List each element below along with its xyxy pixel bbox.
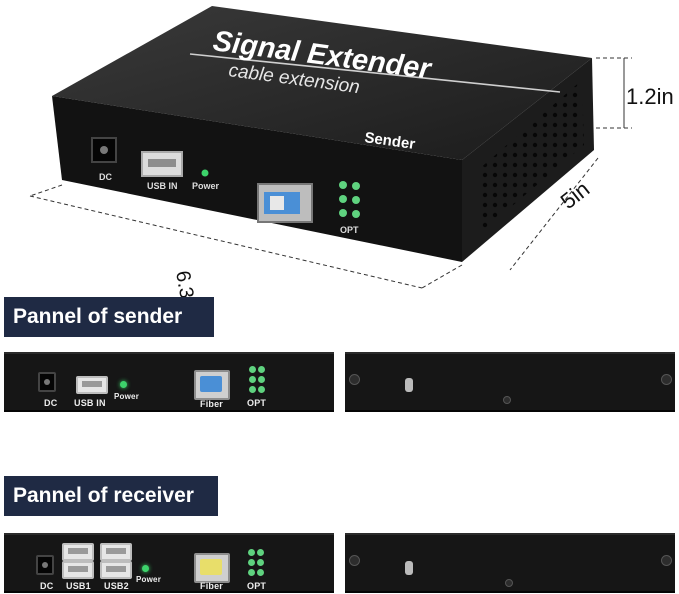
dc-jack	[38, 372, 56, 392]
power-led	[142, 565, 149, 572]
opt-label: OPT	[247, 581, 267, 591]
usb1-label: USB1	[66, 581, 91, 591]
dc-jack	[91, 137, 117, 163]
receiver-section-title: Pannel of receiver	[4, 476, 218, 516]
opt-leds	[339, 181, 360, 218]
sender-front-panel: DC USB IN Power Fiber OPT	[4, 352, 334, 412]
sender-rear-panel	[345, 352, 675, 412]
dc-label: DC	[44, 398, 58, 408]
opt-label: OPT	[247, 398, 267, 408]
screw-left	[349, 555, 360, 566]
power-label: Power	[114, 392, 140, 401]
opt-label: OPT	[340, 225, 359, 235]
sender-section-title: Pannel of sender	[4, 297, 214, 337]
usb-in-label: USB IN	[147, 181, 178, 191]
fiber-label: Fiber	[200, 581, 224, 591]
usb2-label: USB2	[104, 581, 129, 591]
sfp-module	[194, 553, 230, 583]
sfp-module	[194, 370, 230, 400]
usb1-port-top	[62, 543, 94, 561]
power-led	[201, 169, 209, 177]
fiber-label: Fiber	[200, 399, 224, 409]
height-dimension: 1.2in	[626, 84, 674, 109]
receiver-rear-panel	[345, 533, 675, 593]
dc-label: DC	[40, 581, 54, 591]
depth-dimension: 5in	[556, 176, 595, 214]
ground-terminal	[405, 561, 413, 575]
product-illustration: Signal Extender cable extension Sender D…	[29, 6, 674, 300]
screw-center	[505, 579, 513, 587]
receiver-front-panel: DC USB1 USB2 Power Fiber OPT	[4, 533, 334, 593]
ground-terminal	[405, 378, 413, 392]
usb2-port-bottom	[100, 561, 132, 579]
screw-center	[503, 396, 511, 404]
usb-in-label: USB IN	[74, 398, 106, 408]
screw-right	[661, 374, 672, 385]
usb1-port-bottom	[62, 561, 94, 579]
width-dimension: 6.3in	[171, 269, 200, 300]
usb-in-port	[76, 376, 108, 394]
dc-label: DC	[99, 172, 112, 182]
unit-label: Sender	[363, 129, 416, 153]
dc-jack	[36, 555, 54, 575]
device-top-face	[52, 6, 592, 160]
device-front-face	[52, 96, 462, 262]
power-label: Power	[136, 575, 162, 584]
dimension-lines	[29, 57, 632, 289]
screw-left	[349, 374, 360, 385]
screw-right	[661, 555, 672, 566]
usb2-port-top	[100, 543, 132, 561]
power-led	[120, 381, 127, 388]
power-label: Power	[192, 181, 220, 191]
